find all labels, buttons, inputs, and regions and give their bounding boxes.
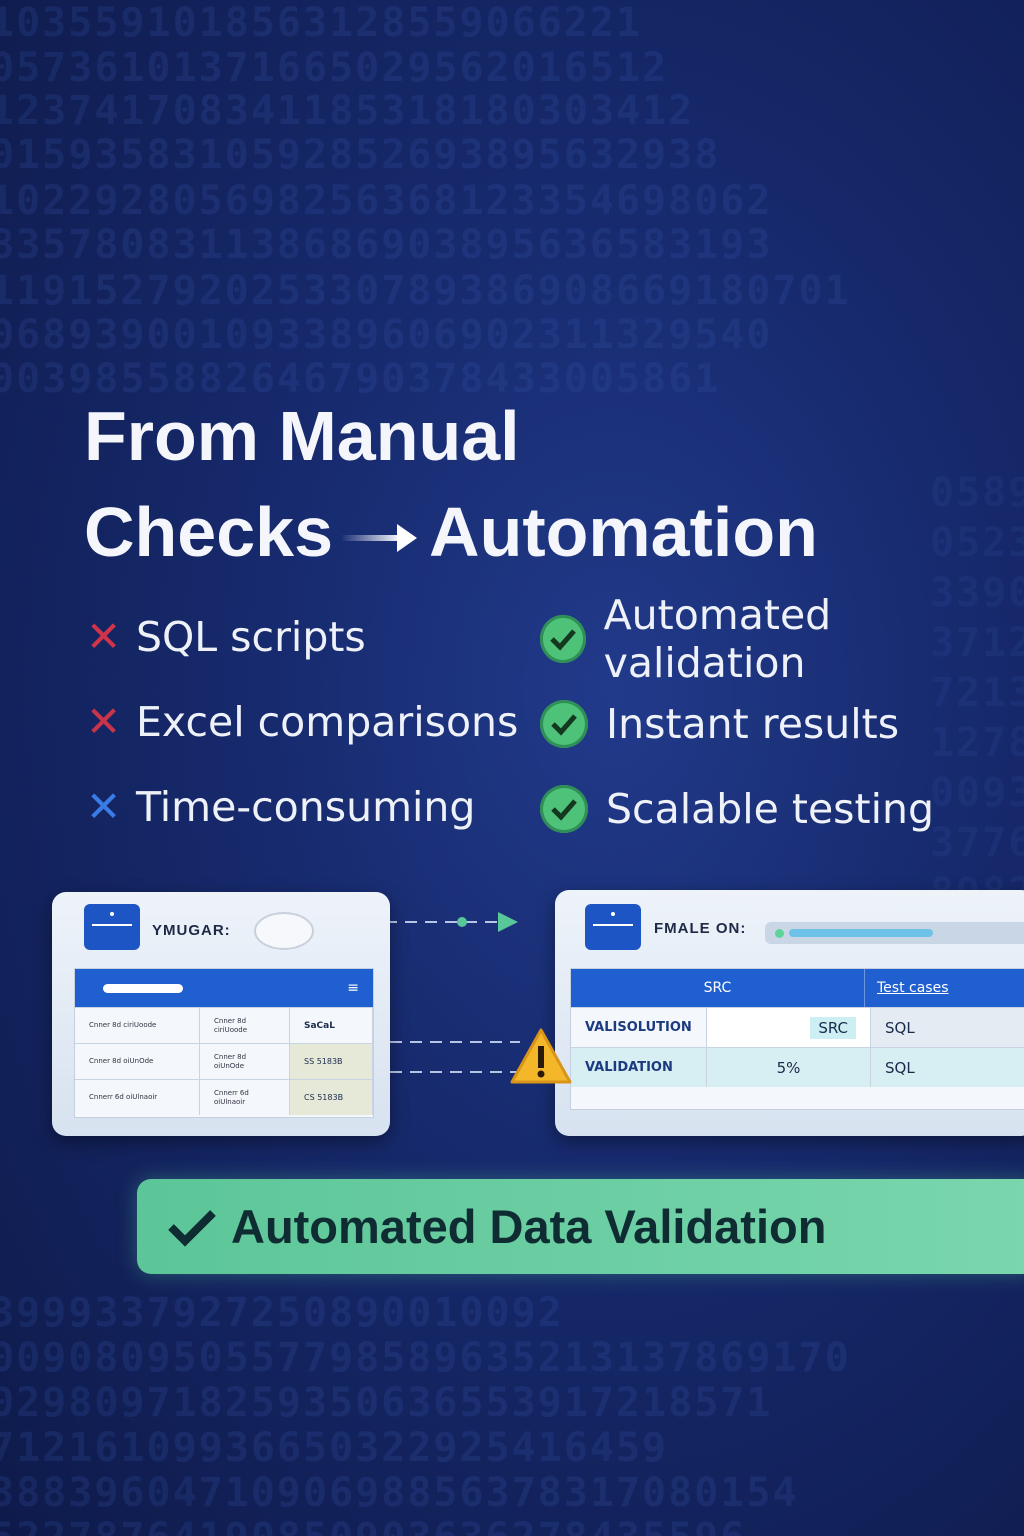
title-word-automation: Automation — [429, 493, 818, 571]
item-label: Instant results — [606, 699, 900, 748]
title-line-2: Checks Automation — [84, 484, 818, 580]
cell: Cnner 8d oiUnOde — [200, 1044, 290, 1079]
menu-icon: ≡ — [347, 980, 359, 996]
cell-type: SQL — [871, 1008, 1024, 1047]
digit-row: 1278 — [930, 720, 1024, 766]
digit-row: 7213 — [930, 670, 1024, 716]
cell: SS 5183B — [290, 1044, 373, 1079]
cell-type: SQL — [871, 1048, 1024, 1087]
cell-name: VALIDATION — [571, 1048, 707, 1087]
validation-table: SRC Test cases VALISOLUTION SRC SQL VALI… — [570, 968, 1024, 1110]
digit-row: 3390 — [930, 570, 1024, 616]
title-word-checks: Checks — [84, 493, 334, 571]
digit-row: 068939001093389606902311329540 — [0, 312, 773, 358]
item-label: Excel comparisons — [136, 697, 519, 746]
digit-row: 05736101371665029562016512 — [0, 45, 669, 91]
x-icon: ✕ — [86, 697, 122, 746]
digit-row: 3712 — [930, 620, 1024, 666]
column-header-src[interactable]: SRC — [571, 969, 865, 1007]
digit-row: 71216109936650322925416459 — [0, 1425, 669, 1471]
list-item: ✕ Excel comparisons — [86, 679, 518, 764]
app-logo-icon — [84, 904, 140, 950]
cell: Cnner 8d ciriUoode — [200, 1008, 290, 1043]
warning-icon — [510, 1028, 572, 1084]
cell-name: VALISOLUTION — [571, 1008, 707, 1047]
digit-row: 835780831138686903895636583193 — [0, 222, 773, 268]
automation-tool-card: FMALE ON: SRC Test cases VALISOLUTION SR… — [555, 890, 1024, 1136]
cell: Cnnerr 6d oiUlnaoir — [75, 1080, 200, 1115]
table-row: VALISOLUTION SRC SQL — [571, 1007, 1024, 1047]
x-icon: ✕ — [86, 612, 122, 661]
item-label: Automated validation — [603, 590, 832, 687]
cell-value: 5% — [707, 1048, 871, 1087]
digit-row: 123741708341185318180303412 — [0, 88, 695, 134]
check-circle-icon — [540, 784, 588, 833]
digit-row: 1035591018563128559066221 — [0, 0, 643, 46]
list-item: Automated validation — [540, 591, 1024, 687]
cell: Cnner 8d ciriUoode — [75, 1008, 200, 1043]
digit-row: 119152792025330789386908669180701 — [0, 268, 851, 314]
automated-list: Automated validation Instant results Sca… — [540, 591, 1024, 851]
digit-row: 52278764190850903636278435596 — [0, 1515, 746, 1536]
card-title: YMUGAR: — [152, 922, 231, 939]
item-label: Scalable testing — [606, 784, 935, 833]
connector-lines — [305, 912, 520, 1073]
digit-row: 0093 — [930, 770, 1024, 816]
cell: Cnnerr 6d oiUlnaoir — [200, 1080, 290, 1115]
list-item: Scalable testing — [540, 766, 1024, 851]
check-circle-icon — [540, 699, 588, 748]
list-item: Instant results — [540, 681, 1024, 766]
cell: CS 5183B — [290, 1080, 373, 1115]
manual-list: ✕ SQL scripts ✕ Excel comparisons ✕ Time-co… — [86, 594, 518, 849]
column-header-test-cases[interactable]: Test cases — [877, 980, 949, 996]
check-circle-icon — [540, 614, 586, 663]
item-label: SQL scripts — [136, 612, 366, 661]
digit-row: 029809718259350636553917218571 — [0, 1380, 773, 1426]
banner-label: Automated Data Validation — [231, 1200, 827, 1253]
x-icon: ✕ — [86, 782, 122, 831]
digit-row: 009080950557798589635213137869170 — [0, 1335, 851, 1381]
checkmark-icon — [168, 1209, 216, 1247]
cell: Cnner 8d oiUnOde — [75, 1044, 200, 1079]
table-header: ≡ — [75, 969, 373, 1007]
progress-bar — [765, 922, 1024, 944]
table-header: SRC Test cases — [571, 969, 1024, 1007]
sql-button[interactable]: SaCaL — [290, 1008, 373, 1043]
digit-row: 0039855882646790378433005861 — [0, 356, 721, 402]
digit-row: 3776 — [930, 820, 1024, 866]
list-item: ✕ Time-consuming — [86, 764, 518, 849]
title-line-1: From Manual — [84, 397, 520, 475]
digit-row: 0589 — [930, 470, 1024, 516]
digit-row: 102292805698256368123354698062 — [0, 178, 773, 224]
digit-row: 3883960471090698856378317080154 — [0, 1470, 799, 1516]
item-label: Time-consuming — [136, 782, 476, 831]
list-item: ✕ SQL scripts — [86, 594, 518, 679]
digit-row: 0523 — [930, 520, 1024, 566]
table-row: VALIDATION 5% SQL — [571, 1047, 1024, 1087]
app-logo-icon — [585, 904, 641, 950]
cell-value: SRC — [810, 1016, 856, 1039]
digit-row: 3999337927250890010092 — [0, 1290, 564, 1336]
magnifier-icon — [254, 912, 314, 950]
automated-data-validation-banner: Automated Data Validation — [137, 1179, 1024, 1274]
arrow-right-icon — [341, 523, 418, 552]
page-title: From Manual Checks Automation — [84, 388, 818, 580]
digit-row: 0159358310592852693895632938 — [0, 132, 721, 178]
card-title: FMALE ON: — [654, 920, 747, 937]
